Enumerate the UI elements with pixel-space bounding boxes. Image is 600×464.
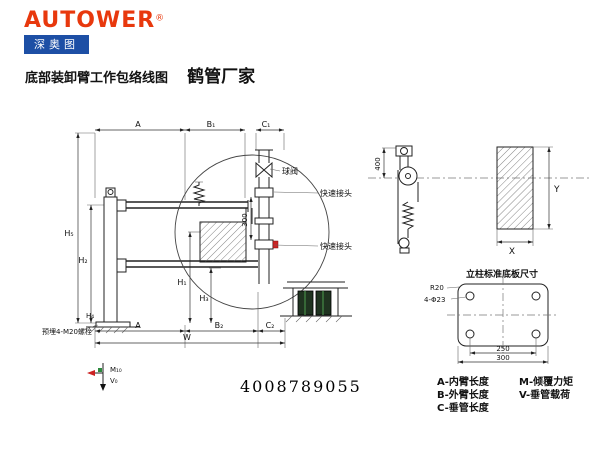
dim-label-h3: H₃ bbox=[199, 294, 208, 303]
dim-label-b2: B₂ bbox=[215, 321, 224, 330]
legend-item-b: B-外臂长度 bbox=[437, 390, 489, 401]
dim-label-h5: H₅ bbox=[64, 229, 73, 238]
bolt-holes-label: 4-Φ23 bbox=[424, 296, 445, 304]
ball-valve-label: 球阀 bbox=[282, 166, 298, 176]
load-symbols: M₁₀ V₀ bbox=[87, 363, 122, 391]
load-marker-icon bbox=[98, 368, 102, 372]
bolt-hole bbox=[465, 329, 475, 339]
balance-spring bbox=[192, 182, 206, 206]
load-symbol-label: V₀ bbox=[110, 377, 118, 385]
legend-item-c: C-垂管长度 bbox=[437, 403, 489, 414]
moment-arrow-icon bbox=[87, 370, 95, 376]
dim-label-a-top: A bbox=[135, 120, 141, 129]
dim-label-c1: C₁ bbox=[262, 120, 271, 129]
envelope-view: A B₁ C₁ H₅ H₂ H₁ H₃ H₄ bbox=[42, 120, 352, 391]
working-envelope-arc bbox=[174, 154, 330, 310]
dim-label-y: Y bbox=[553, 185, 560, 195]
quick-coupling-lower-label: 快速接头 bbox=[320, 241, 352, 251]
quick-coupling-upper-symbol bbox=[254, 187, 274, 198]
legend-item-a: A-内臂长度 bbox=[437, 377, 489, 388]
legend-item-v: V-垂管载荷 bbox=[519, 390, 571, 401]
dim-label-h4: H₄ bbox=[86, 312, 94, 320]
side-view: 400 Y X bbox=[368, 145, 592, 257]
registered-mark-icon: ® bbox=[155, 13, 165, 24]
baseplate-title: 立柱标准底板尺寸 bbox=[466, 268, 538, 280]
corner-radius-label: R20 bbox=[430, 284, 444, 292]
dim-label-h1: H₁ bbox=[177, 278, 186, 287]
baseplate-detail: 立柱标准底板尺寸 R20 4-Φ23 250 300 bbox=[424, 268, 559, 364]
dim-label-x: X bbox=[509, 247, 515, 257]
loading-arms bbox=[126, 181, 258, 268]
platform bbox=[280, 281, 352, 323]
dim-label-c2: C₂ bbox=[266, 321, 275, 330]
bolt-hole bbox=[531, 329, 541, 339]
dim-label-300-plate: 300 bbox=[496, 354, 509, 362]
legend-row: C-垂管长度 bbox=[437, 402, 595, 415]
ball-valve-symbol bbox=[255, 161, 265, 179]
quick-coupling-upper-label: 快速接头 bbox=[320, 188, 352, 198]
bolt-hole bbox=[531, 291, 541, 301]
dim-label-h2: H₂ bbox=[78, 256, 87, 265]
logo: AUTOWER® 深奥图 bbox=[24, 8, 164, 54]
dim-label-b1: B₁ bbox=[207, 120, 216, 129]
support-column bbox=[86, 187, 140, 334]
page-subtitle: 鹤管厂家 bbox=[187, 67, 256, 87]
riser-pipe: 300 bbox=[241, 149, 279, 284]
logo-text: AUTOWER bbox=[24, 8, 156, 33]
dim-label-a-bottom: A bbox=[135, 321, 141, 330]
legend: A-内臂长度 M-倾覆力矩 B-外臂长度 V-垂管载荷 C-垂管长度 bbox=[437, 376, 595, 415]
coupling-handle bbox=[272, 240, 279, 249]
legend-item-m: M-倾覆力矩 bbox=[519, 377, 574, 388]
page-title: 底部装卸臂工作包络线图 bbox=[25, 71, 169, 86]
dim-label-w: W bbox=[183, 333, 191, 342]
title-bar: 底部装卸臂工作包络线图 鹤管厂家 bbox=[25, 62, 255, 87]
quick-coupling-lower-symbol bbox=[254, 239, 274, 250]
moment-symbol-label: M₁₀ bbox=[110, 366, 122, 374]
wall-section bbox=[496, 146, 534, 230]
counterweight-block bbox=[199, 221, 247, 263]
logo-line: AUTOWER® bbox=[24, 8, 164, 33]
legend-row: B-外臂长度 V-垂管载荷 bbox=[437, 389, 595, 402]
swivel-mechanism bbox=[395, 145, 419, 254]
dim-label-300: 300 bbox=[241, 213, 249, 226]
down-arrow-icon bbox=[100, 384, 106, 391]
side-spring bbox=[401, 201, 415, 230]
logo-subtext: 深奥图 bbox=[24, 35, 89, 54]
dim-label-250: 250 bbox=[496, 345, 509, 353]
dim-label-400: 400 bbox=[374, 157, 382, 170]
legend-row: A-内臂长度 M-倾覆力矩 bbox=[437, 376, 595, 389]
bolt-hole bbox=[465, 291, 475, 301]
anchor-bolts-label: 预埋4-M20螺栓 bbox=[42, 327, 92, 336]
phone-number: 4008789055 bbox=[240, 377, 362, 396]
